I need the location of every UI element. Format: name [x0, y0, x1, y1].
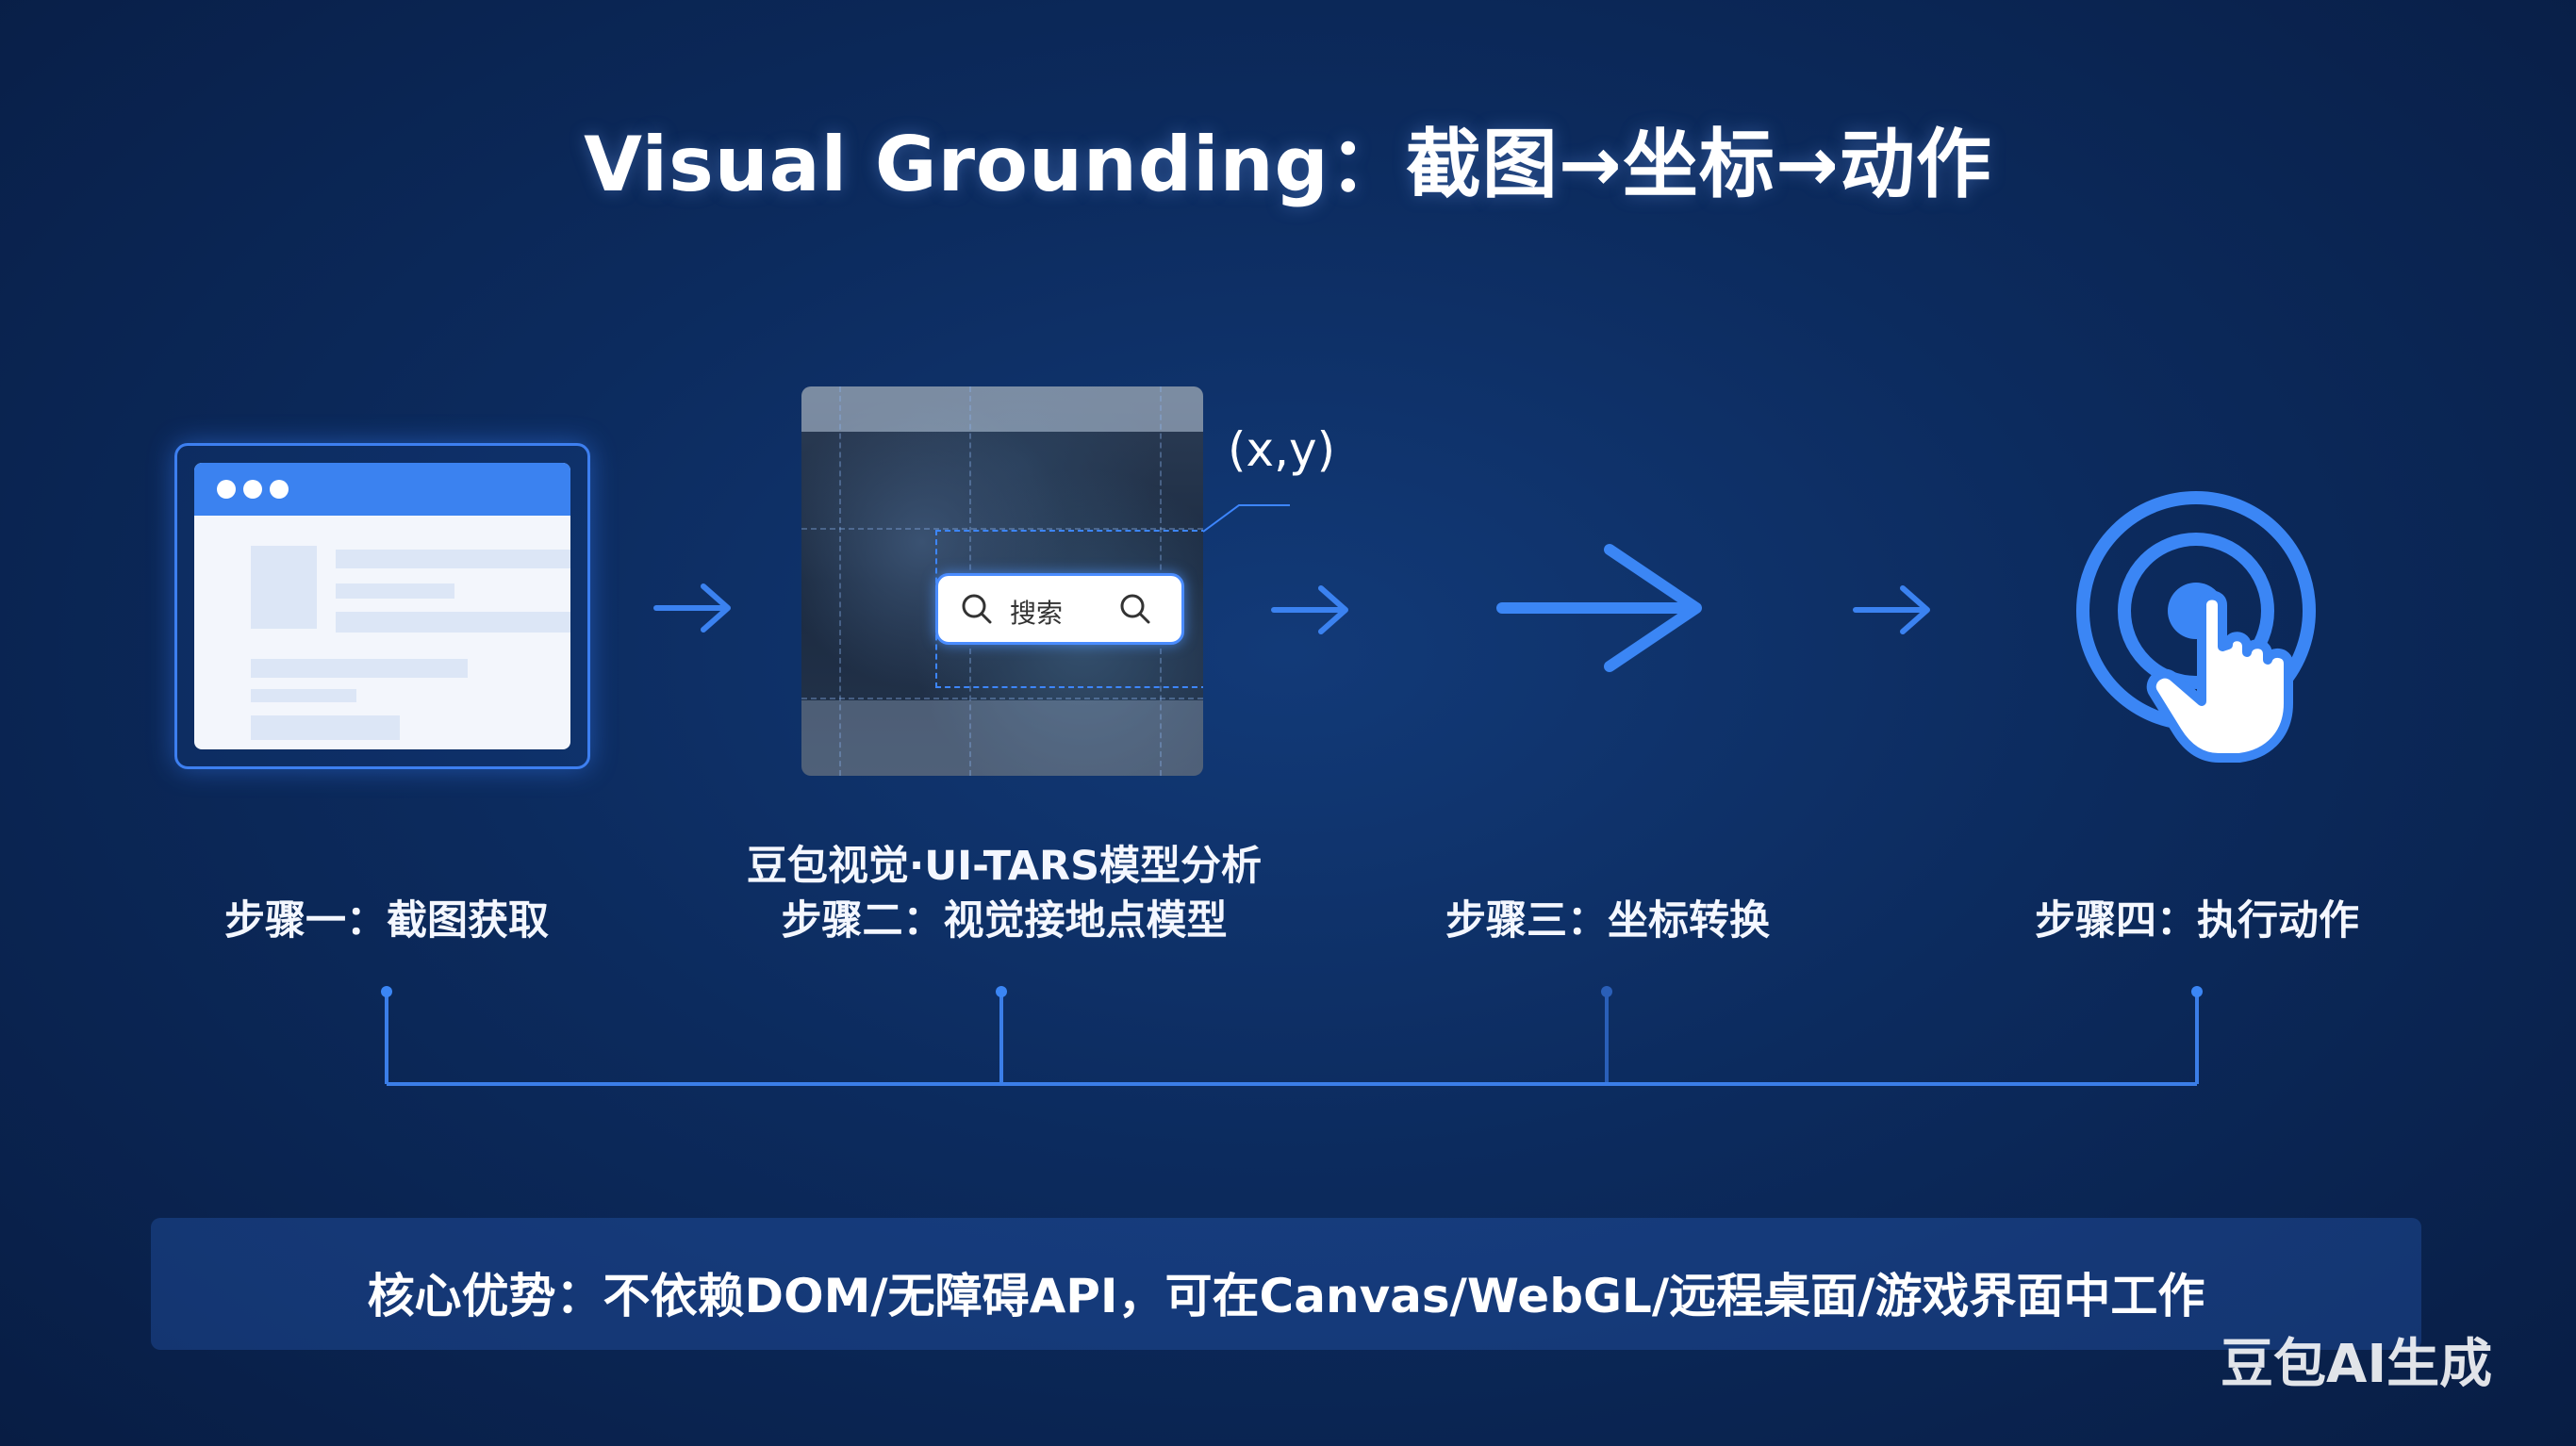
timeline-connector [381, 986, 2203, 1086]
arrow-right-icon [1853, 585, 1930, 634]
grid-line [839, 386, 841, 776]
screenshot-grid-icon: 搜索 [801, 386, 1203, 776]
target-tap-icon [2076, 491, 2316, 763]
step-label-4: 步骤四：执行动作 [2035, 897, 2359, 945]
content-line [336, 612, 570, 633]
coordinate-callout-line [1202, 504, 1290, 533]
arrow-right-icon [653, 583, 731, 633]
core-advantage-text: 核心优势：不依赖DOM/无障碍API，可在Canvas/WebGL/远程桌面/游… [367, 1269, 2205, 1323]
content-line [336, 550, 570, 568]
arrow-right-icon [1496, 544, 1702, 672]
grid-line [801, 528, 1203, 530]
screenshot-bottom-strip [801, 700, 1203, 776]
search-label: 搜索 [1010, 598, 1064, 629]
diagram-title: Visual Grounding：截图→坐标→动作 [584, 121, 1992, 208]
content-line [251, 715, 400, 740]
step-label-3: 步骤三：坐标转换 [1445, 897, 1770, 945]
browser-title-bar [194, 463, 570, 516]
grid-line [801, 698, 1203, 699]
arrow-right-icon [1271, 585, 1348, 634]
step2-caption: 豆包视觉·UI-TARS模型分析 [746, 843, 1263, 890]
step-label-1: 步骤一：截图获取 [224, 897, 549, 945]
search-icon [1120, 594, 1150, 624]
content-line [251, 689, 356, 702]
step-label-2: 步骤二：视觉接地点模型 [781, 897, 1228, 945]
search-icon [962, 594, 992, 624]
window-dot [217, 480, 236, 499]
core-advantage-banner [151, 1218, 2421, 1350]
watermark: 豆包AI生成 [2221, 1334, 2493, 1395]
browser-window-icon [174, 443, 590, 769]
content-line [336, 583, 454, 599]
window-dot [270, 480, 289, 499]
browser-content [194, 463, 570, 749]
content-line [251, 659, 468, 678]
window-dot [243, 480, 262, 499]
screenshot-top-strip [801, 386, 1203, 432]
search-bar: 搜索 [935, 573, 1184, 645]
content-block [251, 546, 317, 629]
coordinate-label: (x,y) [1228, 422, 1336, 477]
